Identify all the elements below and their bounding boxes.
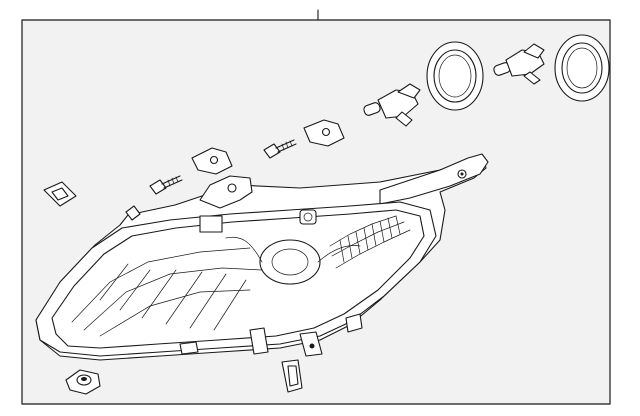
bulb-left <box>363 83 421 127</box>
headlamp-assembly <box>35 153 489 361</box>
mounting-bracket-left <box>191 147 233 175</box>
retainer-clip <box>281 359 303 393</box>
adjuster-nut <box>43 181 77 207</box>
seal-ring-right <box>554 34 610 102</box>
mounting-bolt-right <box>263 139 297 159</box>
seal-ring-left <box>426 41 484 111</box>
bulb-right <box>493 43 545 85</box>
nut <box>65 369 101 395</box>
mounting-bolt-left <box>149 175 183 195</box>
mounting-bracket-right <box>303 119 345 147</box>
